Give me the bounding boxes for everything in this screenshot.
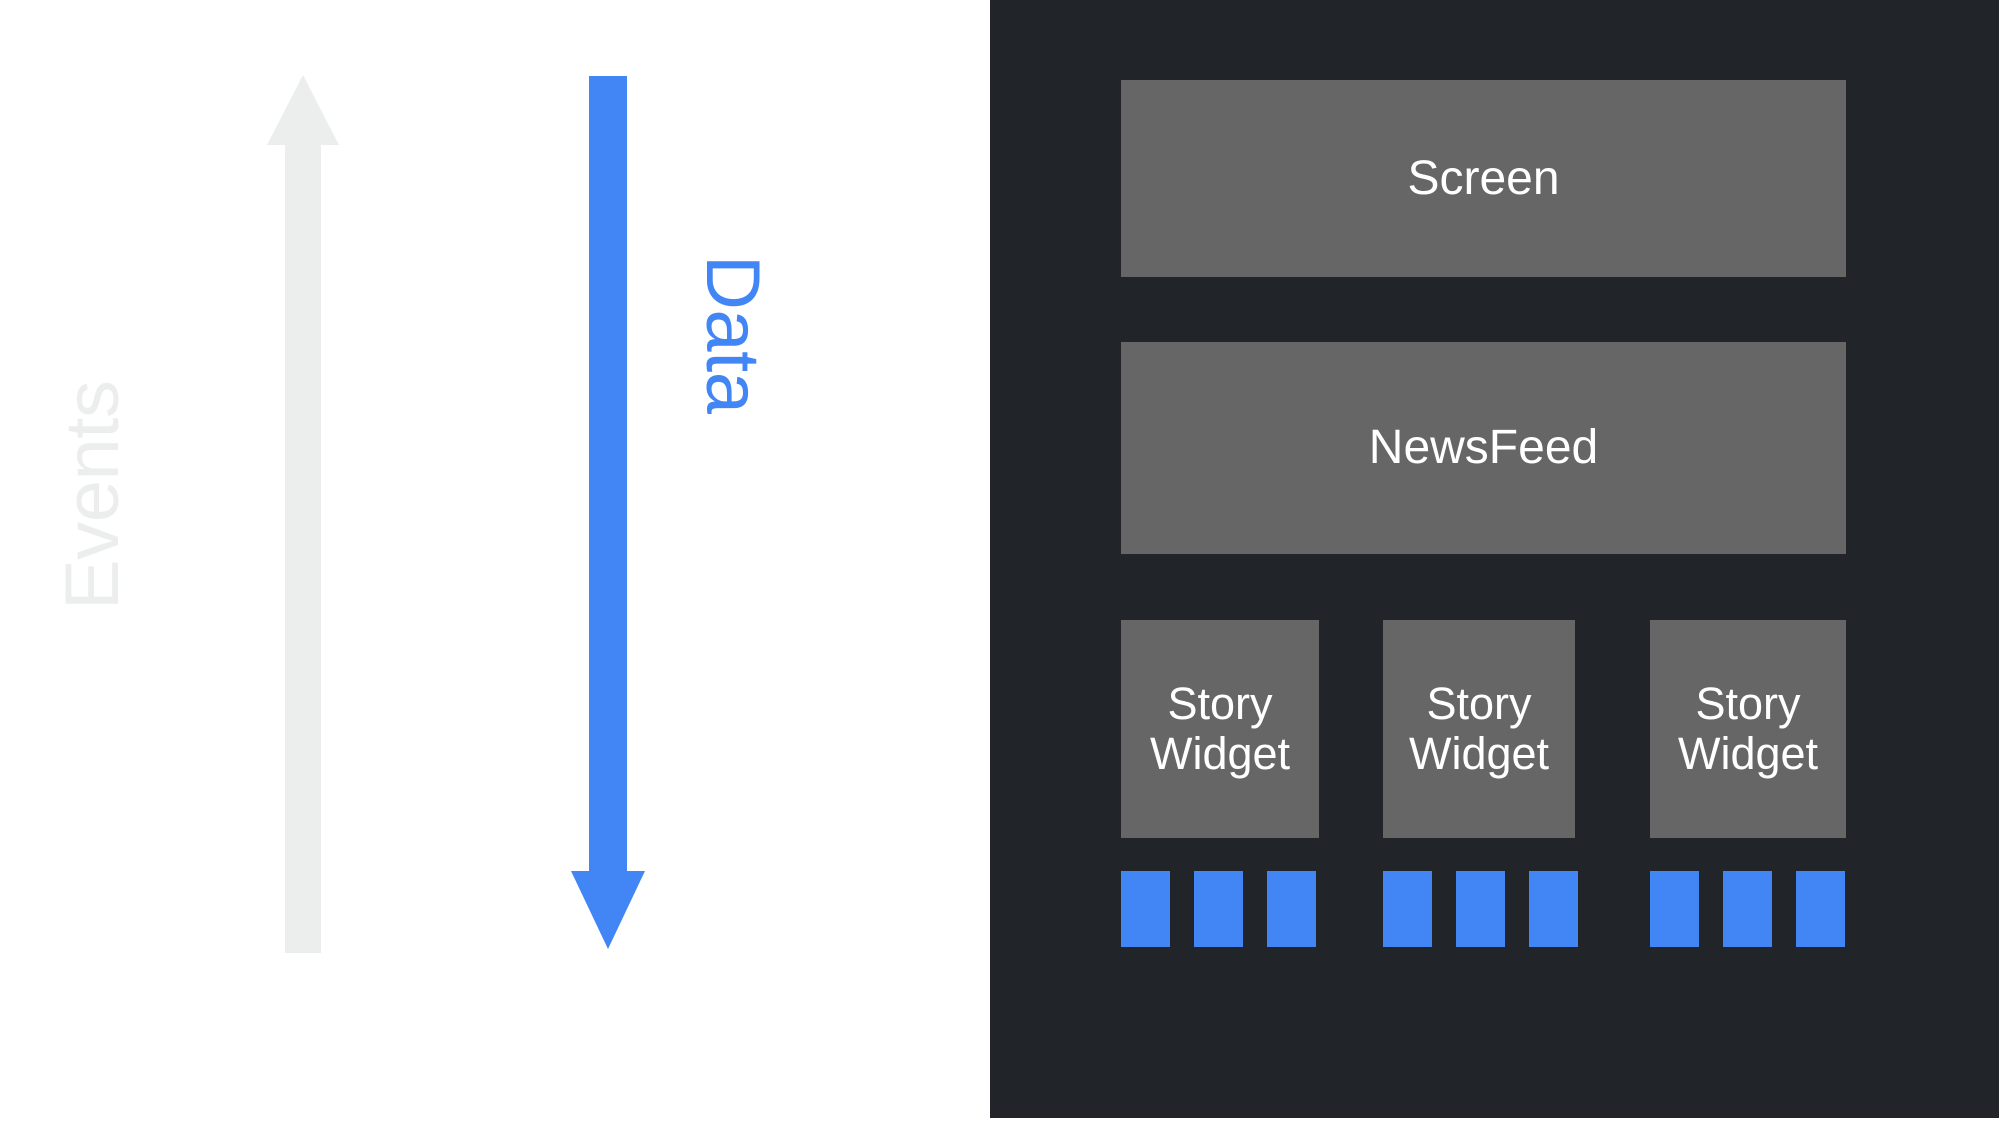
story-widget-block-2[interactable]: Story Widget: [1383, 620, 1575, 838]
newsfeed-block[interactable]: NewsFeed: [1121, 342, 1846, 554]
newsfeed-block-label: NewsFeed: [1368, 421, 1599, 475]
widget-tree-panel: Screen NewsFeed Story Widget Story Widge…: [990, 0, 1999, 1118]
story-widget-label-3: Story Widget: [1677, 677, 1819, 780]
leaf-square[interactable]: [1267, 871, 1316, 947]
story-widget-block-1[interactable]: Story Widget: [1121, 620, 1319, 838]
story-widget-label-1-line2: Widget: [1149, 728, 1291, 779]
story-widget-label-1: Story Widget: [1149, 677, 1291, 780]
leaf-square[interactable]: [1529, 871, 1578, 947]
leaf-square[interactable]: [1796, 871, 1845, 947]
leaf-square-group-3: [1650, 871, 1845, 947]
leaf-square-group-2: [1383, 871, 1578, 947]
leaf-square[interactable]: [1456, 871, 1505, 947]
screen-block-label: Screen: [1407, 151, 1560, 205]
flow-legend-region: Events Data: [0, 0, 990, 1125]
leaf-square[interactable]: [1650, 871, 1699, 947]
story-widget-label-1-line1: Story: [1167, 677, 1273, 729]
screen-block[interactable]: Screen: [1121, 80, 1846, 277]
story-widget-label-2: Story Widget: [1408, 677, 1550, 780]
events-flow-label: Events: [50, 380, 135, 610]
story-widget-block-3[interactable]: Story Widget: [1650, 620, 1846, 838]
story-widget-label-2-line2: Widget: [1408, 728, 1550, 779]
story-widget-label-3-line2: Widget: [1677, 728, 1819, 779]
data-flow-label: Data: [690, 255, 775, 414]
data-arrow-down-icon: [571, 76, 645, 949]
leaf-square[interactable]: [1194, 871, 1243, 947]
events-arrow-up-icon: [267, 75, 339, 953]
story-widget-label-2-line1: Story: [1426, 677, 1532, 729]
story-widget-label-3-line1: Story: [1695, 677, 1801, 729]
leaf-square[interactable]: [1121, 871, 1170, 947]
leaf-square[interactable]: [1723, 871, 1772, 947]
leaf-square-group-1: [1121, 871, 1316, 947]
leaf-square[interactable]: [1383, 871, 1432, 947]
